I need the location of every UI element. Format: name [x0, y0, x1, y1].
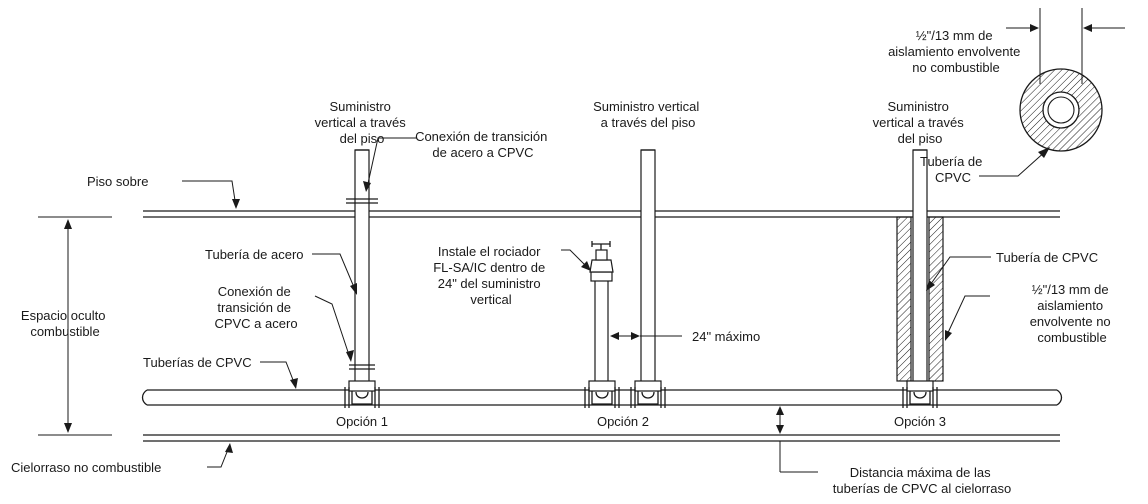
supply-label-3: Suministro vertical a través del piso — [873, 99, 968, 146]
option-3-insulation — [896, 216, 944, 382]
option-1-riser — [346, 149, 378, 383]
option-2-riser-tee — [630, 380, 666, 408]
option-1-tee-fitting — [344, 380, 380, 408]
option-2-riser — [640, 149, 656, 383]
ceiling-slab — [143, 434, 1060, 442]
install-sprinkler-label: Instale el rociador FL-SA/IC dentro de 2… — [433, 244, 549, 307]
leader-lines — [182, 137, 1050, 468]
option-3-riser — [912, 149, 928, 383]
sprinkler-drop-pipe — [590, 271, 613, 383]
max-distance-dimension — [776, 406, 818, 473]
option-1-label: Opción 1 — [336, 414, 388, 429]
pipe-cross-section-detail — [1006, 8, 1125, 152]
floor-above-label: Piso sobre — [87, 174, 148, 189]
cpvc-pipe-detail-label: Tubería de CPVC — [920, 154, 986, 185]
sprinkler-tee — [584, 380, 620, 408]
transition-cpvc-to-steel-label: Conexión de transición de CPVC a acero — [214, 284, 297, 331]
cpvc-pipes-label: Tuberías de CPVC — [143, 355, 252, 370]
insulation-detail-label: ½"/13 mm de aislamiento envolvente no co… — [888, 28, 1024, 75]
supply-label-1: Suministro vertical a través del piso — [315, 99, 410, 146]
option-3-tee-fitting — [902, 380, 938, 408]
transition-steel-to-cpvc-label: Conexión de transición de acero a CPVC — [415, 129, 551, 160]
max-distance-label: Distancia máxima de las tuberías de CPVC… — [833, 465, 1011, 496]
sprinkler-head — [589, 241, 614, 273]
steel-pipe-label: Tubería de acero — [205, 247, 304, 262]
ceiling-label: Cielorraso no combustible — [11, 460, 161, 475]
option-3-label: Opción 3 — [894, 414, 946, 429]
insulation-label-right: ½"/13 mm de aislamiento envolvente no co… — [1030, 282, 1115, 345]
option-2-label: Opción 2 — [597, 414, 649, 429]
max-24-label: 24" máximo — [692, 329, 760, 344]
max-24-dimension — [610, 332, 682, 340]
concealed-space-dimension — [38, 216, 112, 436]
cpvc-pipe-label-right: Tubería de CPVC — [996, 250, 1098, 265]
supply-label-2: Suministro vertical a través del piso — [593, 99, 703, 130]
concealed-space-label: Espacio oculto combustible — [21, 308, 109, 339]
